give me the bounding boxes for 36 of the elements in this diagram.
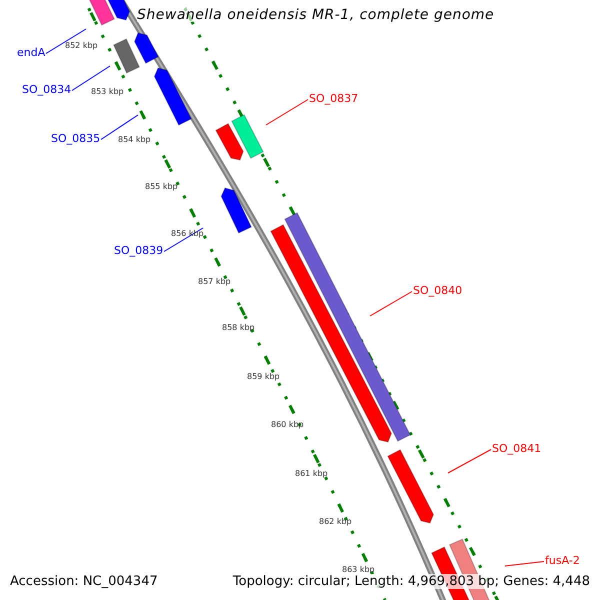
gene-label: SO_0839	[114, 245, 164, 256]
scale-label: 858 kbp	[222, 324, 255, 332]
scale-label: 857 kbp	[198, 278, 231, 286]
scale-label: 862 kbp	[319, 518, 352, 526]
scale-label: 852 kbp	[65, 42, 98, 50]
leader-line	[448, 449, 492, 474]
leader-line	[370, 291, 412, 316]
gene-feature	[220, 187, 252, 234]
scale-label: 854 kbp	[118, 136, 151, 144]
scale-label: 859 kbp	[247, 373, 280, 381]
gene-label: SO_0840	[413, 285, 462, 296]
gene-label: fusA-2	[545, 555, 580, 566]
leader-line	[46, 28, 86, 54]
gene-label: endA	[17, 47, 46, 58]
gene-feature	[387, 449, 434, 524]
scale-label: 855 kbp	[145, 183, 178, 191]
scale-label: 861 kbp	[295, 470, 328, 478]
leader-line	[266, 99, 308, 126]
leader-line	[100, 114, 138, 140]
gene-feature	[215, 122, 244, 161]
gene-label: SO_0837	[309, 93, 358, 104]
leader-line	[164, 228, 204, 252]
gene-feature	[88, 0, 115, 26]
leader-line	[72, 66, 110, 91]
gene-label: SO_0835	[51, 133, 100, 144]
scale-label: 863 kbp	[342, 566, 375, 574]
gene-feature	[112, 38, 140, 74]
scale-label: 860 kbp	[271, 421, 304, 429]
accession-text: Accession: NC_004347	[8, 574, 160, 589]
map-title: Shewanella oneidensis MR-1, complete genome	[137, 8, 494, 22]
leader-line	[504, 561, 544, 566]
gene-feature	[154, 67, 192, 126]
genome-summary-text: Topology: circular; Length: 4,969,803 bp; Genes: 4,448	[230, 574, 592, 589]
scale-label: 853 kbp	[91, 88, 124, 96]
gene-label: SO_0841	[492, 443, 542, 454]
gene-label: SO_0834	[22, 84, 72, 95]
